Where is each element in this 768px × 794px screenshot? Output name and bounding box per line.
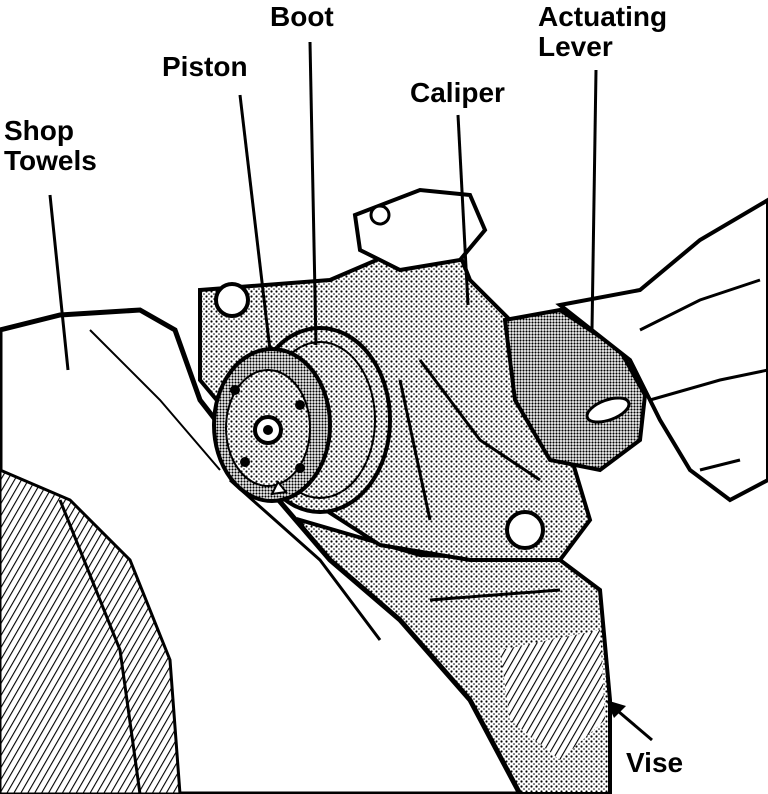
label-vise: Vise bbox=[626, 747, 684, 778]
label-caliper: Caliper bbox=[410, 77, 505, 108]
leader-shop-towels bbox=[48, 194, 70, 371]
leader-boot bbox=[308, 41, 318, 346]
label-boot: Boot bbox=[270, 1, 334, 32]
vise-shading bbox=[500, 630, 605, 760]
label-piston: Piston bbox=[162, 51, 248, 82]
leader-caliper bbox=[456, 114, 470, 306]
label-shop-towels: Shop Towels bbox=[4, 115, 97, 176]
vise-arrow-head bbox=[606, 700, 626, 718]
towel-fold-shading bbox=[0, 468, 182, 794]
caliper-pin bbox=[505, 510, 545, 550]
actuating-lever bbox=[502, 307, 648, 473]
leader-actuating-lever bbox=[590, 69, 598, 331]
hand bbox=[555, 197, 768, 503]
leader-piston bbox=[238, 94, 272, 351]
label-actuating-lever: Actuating Lever bbox=[538, 1, 668, 62]
